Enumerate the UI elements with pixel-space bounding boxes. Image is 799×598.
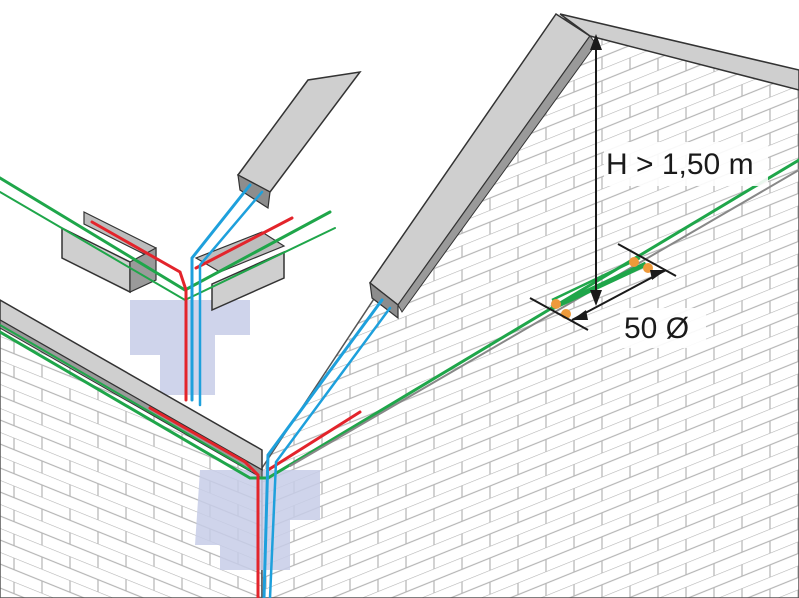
clamp-right-icon (629, 257, 639, 267)
detail-coping-piece (236, 70, 362, 210)
height-dimension (590, 34, 602, 306)
gable-coping (368, 12, 799, 320)
conductor-lines (0, 158, 799, 598)
clamp-left-icon (551, 299, 561, 309)
diameter-label: 50 Ø (624, 312, 689, 345)
diameter-dimension (529, 243, 677, 331)
diameter-label-bg (620, 308, 706, 348)
height-label: H > 1,50 m (606, 148, 754, 181)
detail-bracket-right (194, 231, 286, 312)
detail-foundation-block (130, 300, 250, 395)
height-label-bg (604, 142, 768, 186)
detail-conductor-lines (0, 176, 336, 407)
